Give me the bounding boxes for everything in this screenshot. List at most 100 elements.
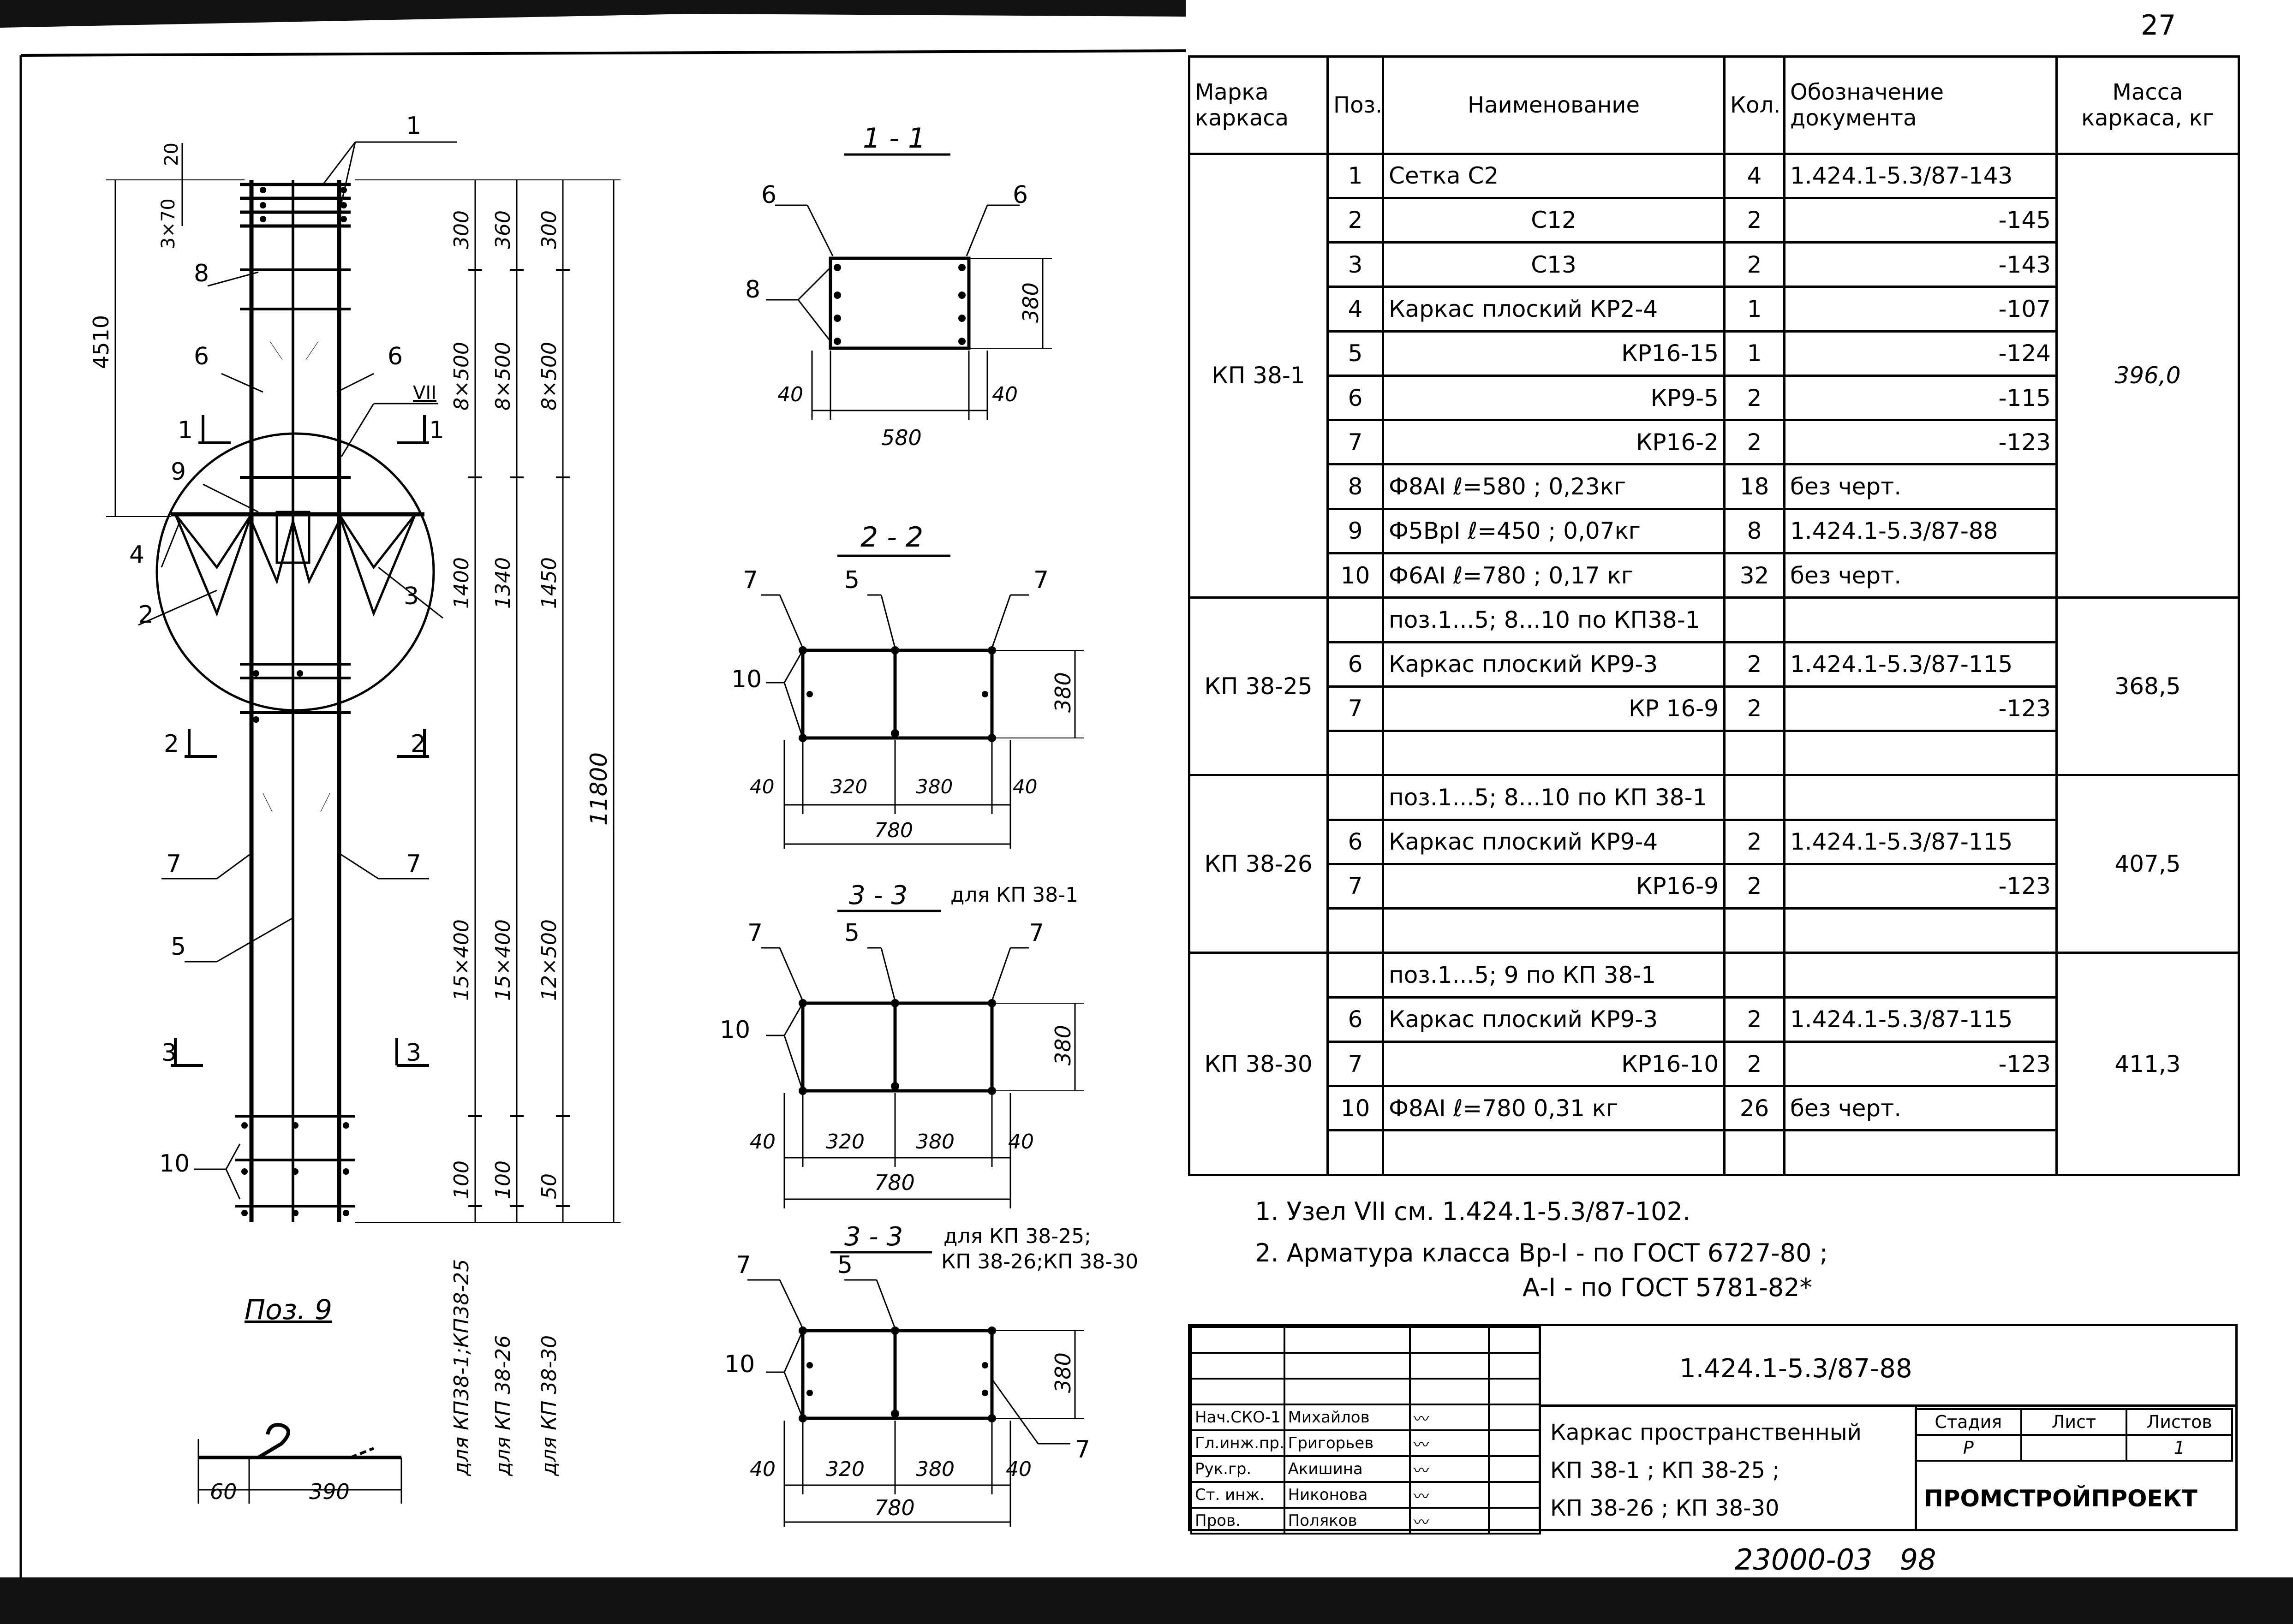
page-number: 27 (2141, 9, 2176, 42)
cell-doc: без черт. (1783, 1085, 2058, 1132)
table-row: 5 КР16-15 1 -124 (1189, 330, 2239, 377)
section-3-3b-subtitle2: КП 38-26;КП 38-30 (941, 1250, 1138, 1273)
dim-col2-1: 8×500 (491, 342, 515, 410)
signature-row: Пров.Поляков〰 (1190, 1507, 1541, 1535)
dim-top-20: 20 (161, 143, 182, 166)
dim-col2-4: 100 (491, 1160, 515, 1199)
section-2-2-dim-780: 780 (874, 819, 913, 842)
signature: 〰 (1409, 1404, 1490, 1431)
section-2-2-leader-10: 10 (731, 666, 762, 693)
section-mark-3-left: 3 (161, 1039, 177, 1067)
section-3-3a-leader-5: 5 (844, 919, 860, 947)
role: Гл.инж.пр. (1190, 1429, 1285, 1457)
dim-col3-4: 50 (537, 1173, 561, 1199)
group-mark: КП 38-26 (1188, 774, 1329, 954)
cell-doc: без черт. (1783, 552, 2058, 599)
cell-pos: 4 (1326, 286, 1384, 333)
role: Нач.СКО-1 (1190, 1404, 1285, 1431)
table-row (1189, 907, 2239, 954)
cell-name: Каркас плоский КР9-3 (1382, 996, 1726, 1043)
section-2-2-dim-380b: 380 (916, 775, 953, 798)
cell-qty: 2 (1723, 241, 1785, 288)
sheet-header: Лист (2020, 1408, 2128, 1436)
section-3-3a-subtitle: для КП 38-1 (950, 883, 1078, 907)
signature-row: Ст. инж.Никонова〰 (1190, 1481, 1541, 1509)
dim-col3-0: 300 (537, 210, 561, 249)
section-2-2-dim-40b: 40 (1013, 775, 1037, 798)
cell-qty: 2 (1723, 818, 1785, 865)
section-3-3a-leader-10: 10 (720, 1016, 750, 1044)
cell-name: Каркас плоский КР9-3 (1382, 641, 1726, 688)
table-row (1189, 1129, 2239, 1176)
cell-doc: 1.424.1-5.3/87-88 (1783, 507, 2058, 554)
section-1-1-leader-6a: 6 (761, 181, 776, 209)
cell-doc: 1.424.1-5.3/87-143 (1783, 152, 2058, 199)
section-mark-1-left: 1 (178, 416, 193, 444)
table-row: 6 Каркас плоский КР9-4 2 1.424.1-5.3/87-… (1189, 818, 2239, 865)
cell-name: Ф8АI ℓ=580 ; 0,23кг (1382, 463, 1726, 510)
dim-col3-2: 1450 (537, 557, 561, 609)
note-3: А-I - по ГОСТ 5781-82* (1523, 1273, 1812, 1302)
section-3-3-kp38-1: 3 - 3 для КП 38-1 7 5 7 10 380 40 320 38… (720, 880, 1084, 1208)
group-mark: КП 38-1 (1188, 152, 1329, 599)
cell-name: Ф8АI ℓ=780 0,31 кг (1382, 1085, 1726, 1132)
dim-col2-3: 15×400 (491, 919, 515, 1001)
vertical-label-kp38-26: для КП 38-26 (491, 1335, 515, 1476)
bottom-code-text: 23000-03 (1735, 1543, 1873, 1576)
cell-pos: 10 (1326, 1085, 1384, 1132)
cell-pos: 2 (1326, 196, 1384, 244)
cell-doc: 1.424.1-5.3/87-115 (1783, 818, 2058, 865)
section-2-2-dim-320: 320 (830, 775, 867, 798)
elevation-leader-4: 4 (129, 541, 144, 569)
cell-doc: -123 (1783, 419, 2058, 466)
section-mark-2-left: 2 (164, 730, 179, 758)
node-mark-vii: VII (413, 382, 436, 404)
cell-name: Каркас плоский КР9-4 (1382, 818, 1726, 865)
section-3-3b-dim-320: 320 (826, 1457, 865, 1481)
elevation-leader-10: 10 (159, 1150, 190, 1178)
table-row: КП 38-30 поз.1...5; 9 по КП 38-1 411,3 (1188, 952, 2240, 1176)
sheet-value (2020, 1434, 2128, 1462)
cell-pos: 7 (1326, 863, 1384, 910)
sheets-header: Листов (2126, 1408, 2233, 1436)
document-code: 1.424.1-5.3/87-88 (1679, 1354, 1912, 1384)
section-3-3a-leader-7b: 7 (1029, 919, 1044, 947)
cell-pos: 9 (1326, 507, 1384, 554)
signature-row: Рук.гр.Акишина〰 (1190, 1455, 1541, 1483)
section-3-3b-dim-380: 380 (1051, 1352, 1075, 1393)
drawing-title-line: КП 38-26 ; КП 38-30 (1550, 1495, 1779, 1521)
cell-qty: 2 (1723, 641, 1785, 688)
vertical-label-kp38-1: для КП38-1;КП38-25 (450, 1259, 473, 1476)
section-1-1-dim-380: 380 (1018, 282, 1043, 323)
section-3-3a-leader-7a: 7 (747, 919, 763, 947)
table-row: 4 Каркас плоский КР2-4 1 -107 (1189, 286, 2239, 333)
pos9-dim-60: 60 (210, 1479, 237, 1504)
drawing-title-line: Каркас пространственный (1550, 1420, 1862, 1446)
stage-table: Стадия Лист Листов Р 1 (1915, 1408, 2233, 1462)
section-1-1-leader-6b: 6 (1013, 181, 1028, 209)
section-mark-2-right: 2 (411, 730, 426, 758)
cell-name: С13 (1382, 241, 1726, 288)
header-doc: Обозначение документа (1783, 55, 2058, 155)
cell-doc: 1.424.1-5.3/87-115 (1783, 641, 2058, 688)
section-1-1-dim-right-40: 40 (992, 383, 1018, 406)
section-2-2-title: 2 - 2 (860, 521, 923, 553)
cell-pos: 7 (1326, 419, 1384, 466)
elevation-leader-9: 9 (171, 458, 186, 486)
cell-name: КР 16-9 (1382, 685, 1726, 732)
pos9-title: Поз. 9 (245, 1294, 332, 1326)
table-row: 2 С12 2 -145 (1189, 196, 2239, 244)
role: Ст. инж. (1190, 1481, 1285, 1509)
section-mark-3-right: 3 (406, 1039, 421, 1067)
cell-doc: 1.424.1-5.3/87-115 (1783, 996, 2058, 1043)
cell-pos: 1 (1326, 152, 1384, 199)
table-row: КП 38-26 поз.1...5; 8...10 по КП 38-1 40… (1188, 774, 2240, 954)
organization-name: ПРОМСТРОЙПРОЕКТ (1924, 1485, 2197, 1512)
table-row (1189, 730, 2239, 777)
section-3-3a-dim-780: 780 (874, 1170, 915, 1195)
elevation-leader-7b: 7 (406, 850, 421, 878)
section-1-1-dim-580: 580 (881, 425, 922, 450)
cell-pos: 10 (1326, 552, 1384, 599)
